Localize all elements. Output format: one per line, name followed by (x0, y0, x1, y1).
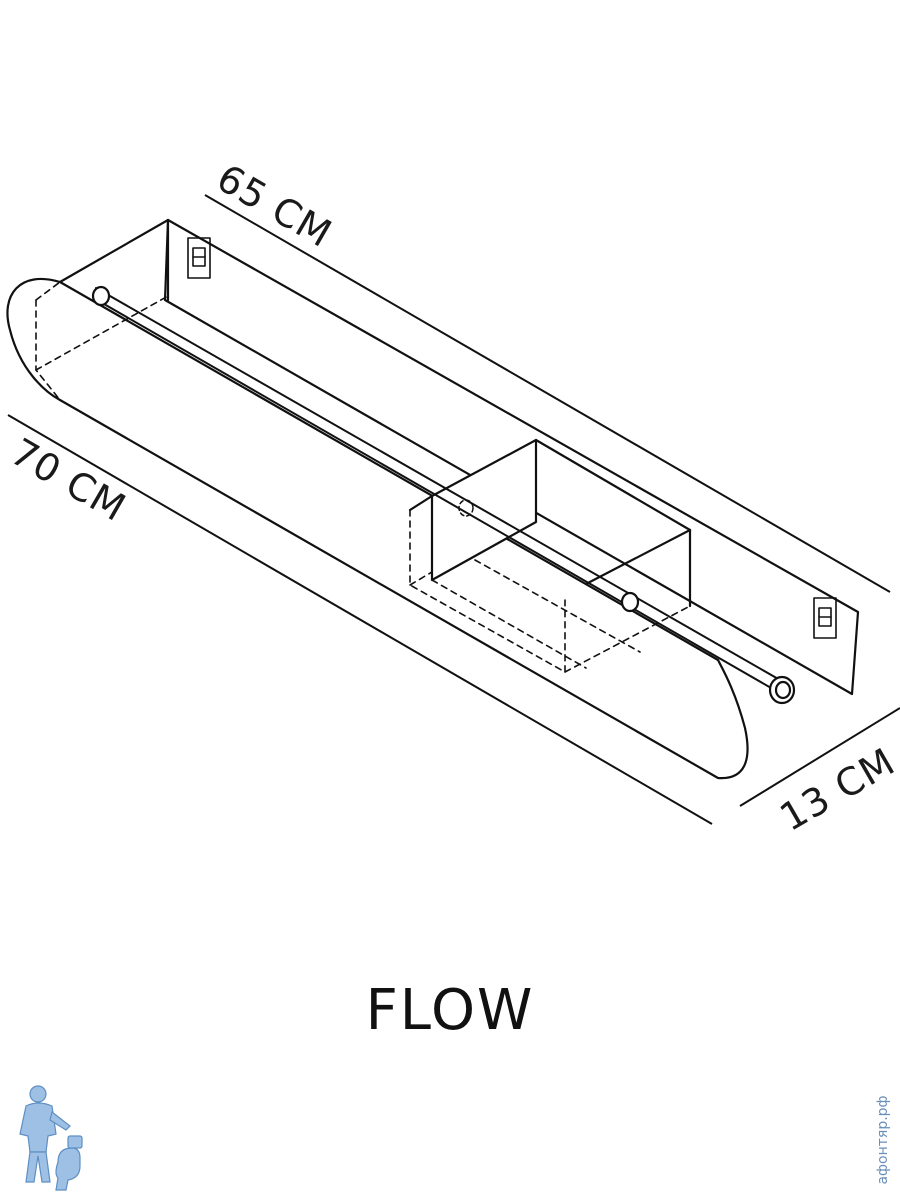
dimension-line-length (7, 414, 713, 825)
dimension-line-depth (739, 707, 900, 807)
left-end-plate (6, 277, 62, 402)
dimension-label-length: 70 CM (4, 430, 134, 530)
plumber-mascot-icon (19, 1085, 83, 1191)
watermark-text: афонтяр.рф (875, 1095, 891, 1185)
product-name: FLOW (365, 978, 535, 1043)
shelf-body (6, 218, 860, 780)
wall-bracket-left (187, 237, 211, 279)
dimension-label-width: 65 CM (210, 156, 340, 256)
wall-bracket-right (813, 597, 837, 639)
front-panel (58, 398, 749, 780)
towel-bar (91, 285, 796, 705)
dimension-line-width (204, 194, 891, 593)
dimension-label-depth: 13 CM (773, 739, 900, 839)
watermark: афонтяр.рф (872, 1090, 894, 1190)
dimension-lines (7, 194, 900, 825)
